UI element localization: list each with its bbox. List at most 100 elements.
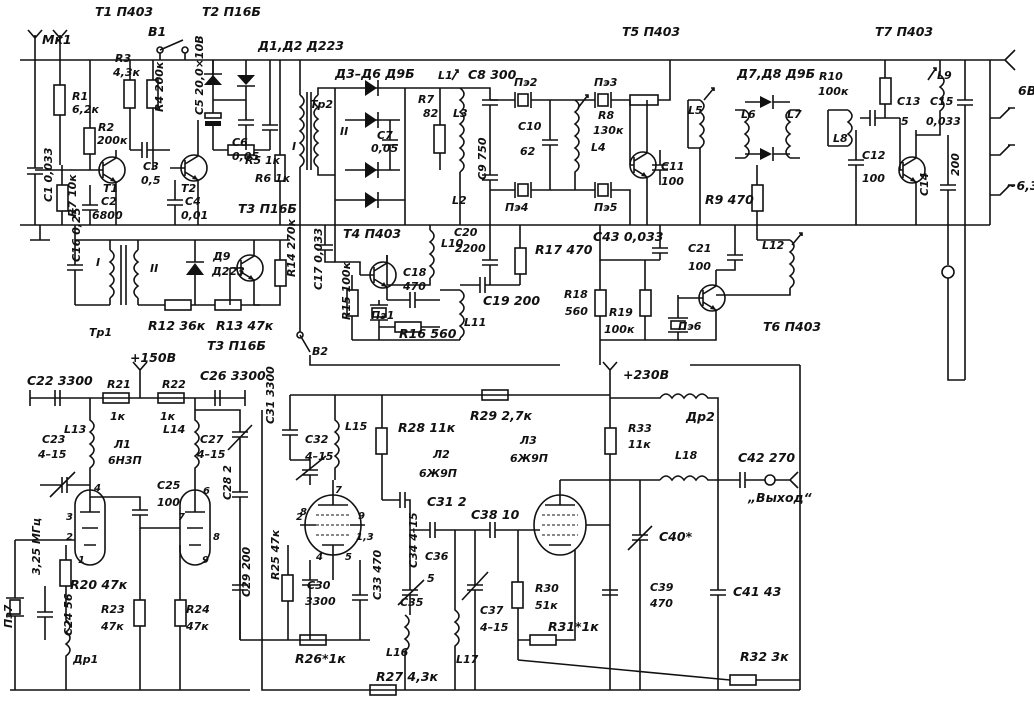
- component-label: Тр1: [89, 326, 112, 339]
- component-label: Д7,Д8 Д9Б: [736, 66, 815, 81]
- component-label: 4–15: [196, 448, 226, 461]
- component-label: 7: [335, 485, 342, 496]
- component-label: R14 270к: [285, 218, 298, 277]
- component-label: II: [150, 262, 158, 275]
- component-label: 2200: [455, 242, 486, 255]
- component-label: С39: [650, 581, 674, 594]
- switch-b1[interactable]: [156, 39, 189, 60]
- component-label: 2: [296, 512, 303, 523]
- resistor-r24: [174, 545, 187, 690]
- component-label: С21: [688, 242, 711, 255]
- component-label: С29 200: [240, 546, 253, 597]
- capacitor-c6: [238, 100, 254, 150]
- component-label: L8: [833, 132, 848, 145]
- component-label: R1: [72, 90, 88, 103]
- component-label: 1,3: [356, 532, 374, 543]
- capacitor-c12: [848, 130, 864, 225]
- component-label: R30: [535, 582, 559, 595]
- component-label: С41 43: [733, 584, 781, 599]
- component-label: 11к: [628, 438, 651, 451]
- component-label: Т2 П16Б: [202, 4, 261, 19]
- coil-l18: [659, 475, 740, 482]
- resistor-r29: [481, 389, 509, 401]
- component-label: 6Н3П: [108, 454, 142, 467]
- capacitor-tr2-primary: [262, 60, 278, 150]
- tube-l3-6zh9p: [533, 480, 610, 556]
- component-label: С4: [185, 195, 201, 208]
- transistor-t3: [229, 240, 264, 305]
- component-label: Т4 П403: [343, 226, 401, 241]
- component-label: 470: [402, 280, 426, 293]
- crystal-pe1: [370, 300, 388, 340]
- component-label: Т1: [103, 182, 118, 195]
- component-label: R7 10к: [66, 174, 79, 217]
- component-label: +150В: [130, 350, 176, 365]
- component-label: L12: [762, 239, 785, 252]
- component-label: 4: [93, 483, 101, 494]
- capacitor-c17: [317, 225, 335, 263]
- capacitor-c36: [410, 522, 475, 538]
- component-label: 4–15: [479, 621, 509, 634]
- crystal-pe7: [6, 539, 75, 690]
- component-label: L14: [163, 423, 185, 436]
- output-connector[interactable]: [764, 471, 799, 489]
- resistor-r2: [83, 60, 96, 170]
- component-label: L11: [464, 316, 486, 329]
- component-label: 1: [78, 555, 85, 566]
- component-label: R4 200к: [153, 61, 166, 112]
- component-label: Т7 П403: [875, 24, 933, 39]
- resistor-r8: [629, 60, 671, 106]
- component-label: 47к: [185, 620, 209, 633]
- coil-l7: [785, 109, 800, 159]
- component-label: ~6,3В: [1006, 178, 1034, 193]
- component-label: Пэ7: [2, 604, 15, 628]
- capacitor-c1: [27, 150, 43, 225]
- component-label: С13: [897, 95, 921, 108]
- component-label: С6: [232, 136, 248, 149]
- component-label: 4–15: [37, 448, 67, 461]
- component-label: С20: [454, 226, 478, 239]
- component-label: С36: [425, 550, 449, 563]
- microphone-mk1: [27, 29, 68, 150]
- component-label: Пэ3: [594, 76, 618, 89]
- switch-b2[interactable]: [296, 225, 560, 366]
- capacitor-c32: [290, 455, 327, 485]
- component-label: С23: [42, 433, 66, 446]
- component-label: С31 2: [427, 494, 467, 509]
- component-label: 51к: [535, 599, 558, 612]
- component-label: С35: [400, 596, 424, 609]
- component-label: R13 47к: [216, 318, 274, 333]
- resistor-r27: [369, 684, 397, 696]
- component-label: Д3–Д6 Д9Б: [334, 66, 415, 81]
- component-label: Т3 П16Б: [207, 338, 266, 353]
- transistor-t7: [898, 118, 926, 225]
- transistor-t1: [90, 150, 126, 225]
- component-label: R2: [98, 121, 114, 134]
- component-label: Мк1: [42, 32, 72, 47]
- component-label: R15 100к: [340, 261, 353, 320]
- capacitor-c15: [957, 60, 973, 380]
- component-label: С19 200: [483, 293, 540, 308]
- resistor-r9: [751, 165, 764, 240]
- component-label: С15: [930, 95, 954, 108]
- capacitor-c2: [82, 185, 98, 225]
- component-label: 47к: [100, 620, 124, 633]
- component-label: 2: [66, 532, 73, 543]
- component-label: С31 3300: [264, 366, 277, 424]
- component-label: С8 300: [468, 67, 517, 82]
- component-label: 82: [423, 107, 439, 120]
- component-label: II: [340, 125, 348, 138]
- component-label: Т6 П403: [763, 319, 821, 334]
- resistor-r15: [346, 275, 359, 340]
- component-label: 0,05: [232, 150, 259, 163]
- capacitor-c7: [382, 120, 398, 170]
- component-label: 6: [203, 486, 210, 497]
- diode-d8: [745, 147, 790, 161]
- component-label: Д223: [211, 265, 245, 278]
- component-label: 4,3к: [112, 66, 140, 79]
- capacitor-c38: [475, 522, 540, 538]
- component-label: 0,5: [141, 174, 161, 187]
- coil-l11: [440, 289, 465, 340]
